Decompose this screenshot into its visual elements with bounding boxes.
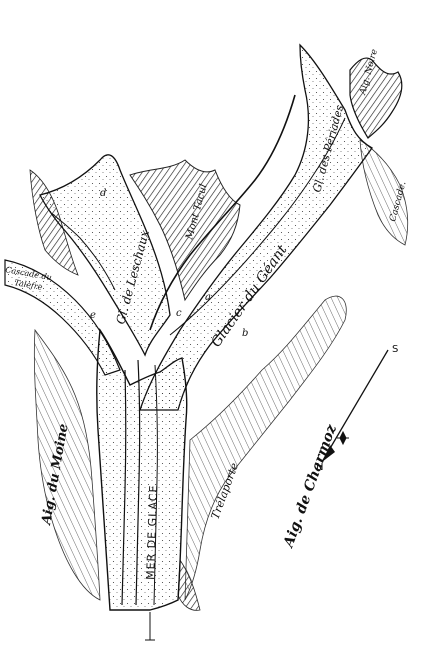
moine-rock: [33, 328, 101, 601]
moraine-line-4: [153, 364, 158, 606]
terminus-mark: [145, 612, 155, 641]
compass-star: [337, 430, 349, 446]
moraine-line-5: [49, 211, 116, 291]
glacier-leschaux-ice: [39, 154, 171, 357]
periades-rock: [359, 139, 409, 246]
compass-south-label: S: [392, 344, 399, 355]
moraine-line-2: [135, 359, 141, 606]
compass: N S: [316, 344, 399, 473]
label-letter-e: e: [90, 310, 96, 321]
label-mer-de-glace: MER DE GLACE: [144, 484, 160, 580]
moraine-line-3: [121, 369, 127, 606]
moraine-line-1: [149, 94, 296, 331]
moraine-line-6: [169, 117, 346, 336]
aig-noire-rock: [349, 57, 403, 139]
mer-de-glace-ice: [96, 327, 188, 611]
tacul-rock: [129, 159, 241, 302]
label-letter-b: b: [242, 328, 248, 339]
label-letter-d: d: [100, 188, 106, 199]
terrain: [29, 57, 409, 611]
label-aig-charmoz: Aig. de Charmoz: [280, 422, 340, 552]
glaciers: [4, 43, 373, 641]
charmoz-rock: [184, 295, 347, 601]
compass-north-label: N: [316, 462, 324, 473]
compass-arrowhead: [322, 445, 335, 462]
label-letter-a: a: [205, 292, 211, 303]
compass-line: [321, 349, 389, 463]
label-letter-c: c: [176, 308, 182, 319]
lower-right-rock: [177, 558, 201, 611]
